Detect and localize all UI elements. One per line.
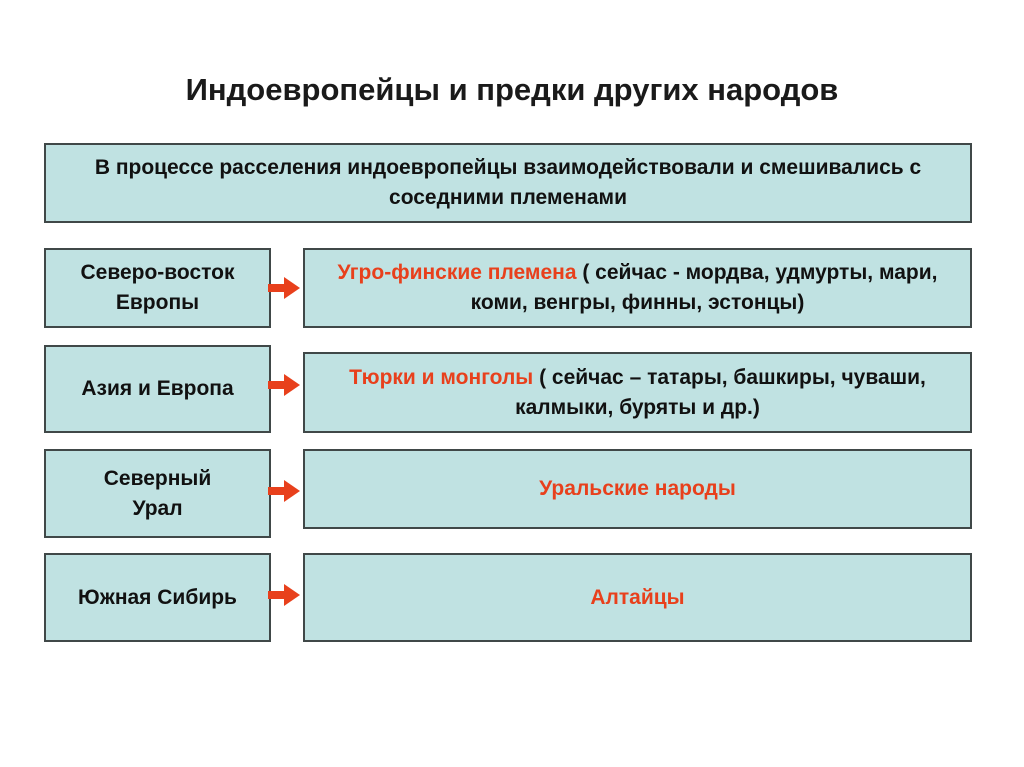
region-label: Северный Урал xyxy=(103,466,212,520)
region-box: Азия и Европа xyxy=(44,345,271,433)
region-label: Азия и Европа xyxy=(81,377,234,400)
people-highlight: Тюрки и монголы xyxy=(349,365,534,389)
people-detail: ( сейчас – татары, башкиры, чуваши, калм… xyxy=(515,365,926,419)
arrow-right-icon xyxy=(268,277,300,299)
slide-title: Индоевропейцы и предки других народов xyxy=(185,72,839,107)
people-highlight: Алтайцы xyxy=(590,585,685,609)
region-label: Южная Сибирь xyxy=(78,585,237,609)
arrow-right-icon xyxy=(268,374,300,396)
region-box: Южная Сибирь xyxy=(44,553,271,642)
intro-box: В процессе расселения индоевропейцы взаи… xyxy=(44,143,972,223)
arrow-right-icon xyxy=(268,584,300,606)
arrow-right-icon xyxy=(268,480,300,502)
people-box: Угро-финские племена ( сейчас - мордва, … xyxy=(303,248,972,328)
people-box: Тюрки и монголы ( сейчас – татары, башки… xyxy=(303,352,972,433)
people-box: Алтайцы xyxy=(303,553,972,642)
people-detail: ( сейчас - мордва, удмурты, мари, коми, … xyxy=(470,261,938,314)
region-box: Северо-восток Европы xyxy=(44,248,271,328)
intro-text: В процессе расселения индоевропейцы взаи… xyxy=(94,156,922,209)
region-box: Северный Урал xyxy=(44,449,271,538)
people-box: Уральские народы xyxy=(303,449,972,529)
region-label: Северо-восток Европы xyxy=(80,261,235,314)
people-highlight: Уральские народы xyxy=(539,477,736,500)
people-highlight: Угро-финские племена xyxy=(337,261,577,284)
